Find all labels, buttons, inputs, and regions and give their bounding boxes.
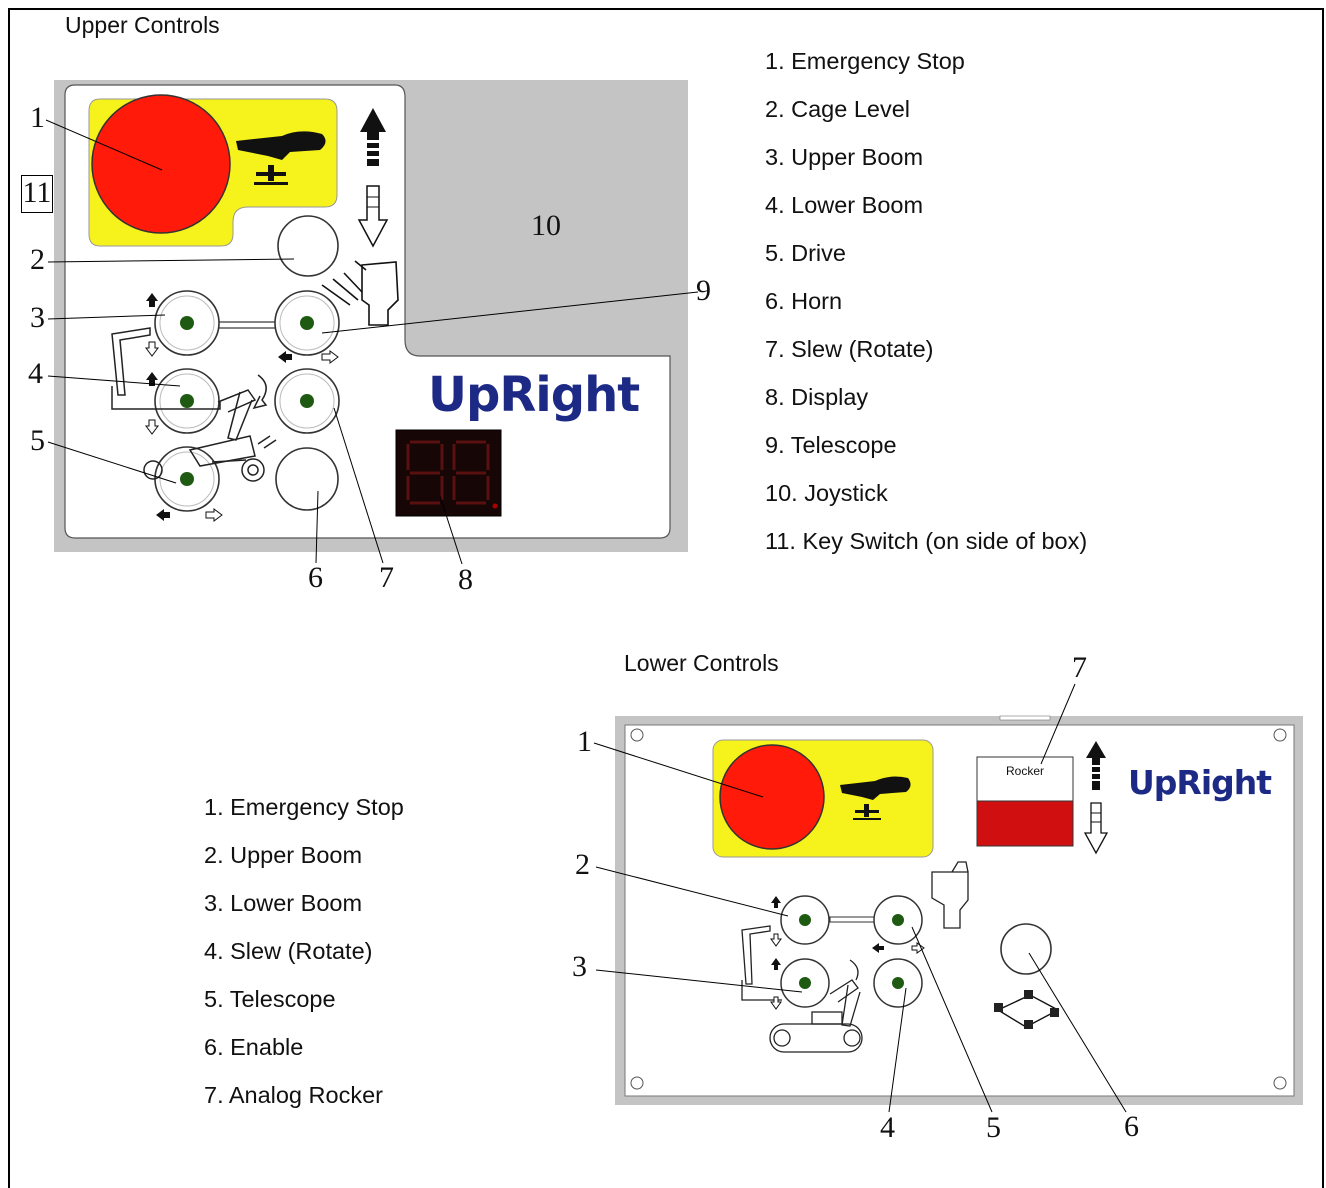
lower-legend-item: 5. Telescope: [204, 986, 336, 1012]
push-hand-icon-lower: [840, 776, 911, 820]
upper-legend-item: 3. Upper Boom: [765, 144, 924, 170]
upper-callout-4: 4: [28, 357, 43, 390]
lower-callout-7: 7: [1072, 651, 1087, 684]
upper-legend-item: 11. Key Switch (on side of box): [765, 528, 1088, 554]
emergency-stop-button-lower: [719, 744, 825, 850]
lower-callout-2: 2: [575, 848, 590, 881]
lower-callout-5: 5: [986, 1111, 1001, 1144]
lower-slew-button: [873, 958, 923, 1008]
arrow-up-icon-lower: [1086, 741, 1106, 790]
lower-callout-4: 4: [880, 1111, 895, 1144]
lower-leader-lines: [593, 683, 1127, 1113]
upper-legend-item: 6. Horn: [765, 288, 843, 314]
upper-legend-item: 8. Display: [765, 384, 869, 410]
lower-legend-item: 6. Enable: [204, 1034, 304, 1060]
upper-controls-title: Upper Controls: [65, 12, 220, 38]
upper-callout-7: 7: [379, 561, 394, 594]
lower-legend-item: 7. Analog Rocker: [204, 1082, 383, 1108]
boom-lift-icon: [111, 327, 277, 482]
cart-icon: [994, 990, 1060, 1029]
arrow-down-icon: [357, 185, 389, 248]
lower-telescope-button: [873, 895, 923, 945]
lower-legend-item: 2. Upper Boom: [204, 842, 363, 868]
upper-legend-item: 1. Emergency Stop: [765, 48, 965, 74]
upper-legend-item: 10. Joystick: [765, 480, 888, 506]
lower-boom-button: [154, 368, 220, 434]
upper-callout-3: 3: [30, 301, 45, 334]
upper-legend: 1. Emergency Stop 2. Cage Level 3. Upper…: [765, 37, 1087, 565]
lower-legend: 1. Emergency Stop 2. Upper Boom 3. Lower…: [204, 783, 404, 1119]
lower-legend-item: 4. Slew (Rotate): [204, 938, 373, 964]
emergency-stop-button-upper: [91, 94, 231, 234]
lower-controls-title: Lower Controls: [624, 650, 779, 676]
horn-button: [275, 447, 339, 511]
lower-lower-boom-button: [780, 958, 830, 1008]
direction-arrows: [145, 293, 339, 522]
upper-callout-9: 9: [696, 274, 711, 307]
lower-callout-3: 3: [572, 950, 587, 983]
upper-legend-item: 5. Drive: [765, 240, 846, 266]
upper-legend-item: 9. Telescope: [765, 432, 897, 458]
boom-lift-icon-lower: [741, 861, 969, 1053]
lower-legend-item: 1. Emergency Stop: [204, 794, 404, 820]
upper-callout-2: 2: [30, 243, 45, 276]
arrow-up-icon: [360, 108, 386, 166]
rocker-label: Rocker: [1005, 764, 1044, 778]
lower-callout-6: 6: [1124, 1110, 1139, 1143]
upper-callout-1: 1: [30, 101, 45, 134]
lower-panel: UpRight: [615, 715, 1303, 1105]
upper-legend-item: 4. Lower Boom: [765, 192, 924, 218]
upper-legend-item: 2. Cage Level: [765, 96, 911, 122]
analog-rocker: [976, 756, 1074, 847]
upper-brand-logo: UpRight: [428, 367, 639, 423]
basket-icon: [321, 260, 399, 326]
lower-legend-item: 3. Lower Boom: [204, 890, 363, 916]
upper-panel: UpRight: [54, 80, 688, 552]
slew-button: [274, 368, 340, 434]
upper-legend-item: 7. Slew (Rotate): [765, 336, 934, 362]
arrow-down-icon-lower: [1083, 802, 1109, 855]
display-icon: [395, 429, 502, 517]
telescope-button: [274, 290, 340, 356]
upper-boom-button: [154, 290, 220, 356]
upper-callout-8: 8: [458, 563, 473, 596]
upper-callout-10: 10: [531, 209, 561, 242]
lower-brand-logo: UpRight: [1128, 763, 1272, 802]
upper-callout-11: 11: [21, 175, 53, 213]
push-hand-icon: [236, 131, 326, 185]
upper-callout-5: 5: [30, 424, 45, 457]
lower-upper-boom-button: [780, 895, 830, 945]
direction-arrows-lower: [770, 896, 925, 1010]
enable-button: [1000, 923, 1052, 975]
cage-level-button: [277, 215, 339, 277]
upper-leader-lines: [45, 119, 699, 565]
lower-callout-1: 1: [577, 725, 592, 758]
page-frame: [8, 8, 1324, 1188]
upper-callout-6: 6: [308, 561, 323, 594]
